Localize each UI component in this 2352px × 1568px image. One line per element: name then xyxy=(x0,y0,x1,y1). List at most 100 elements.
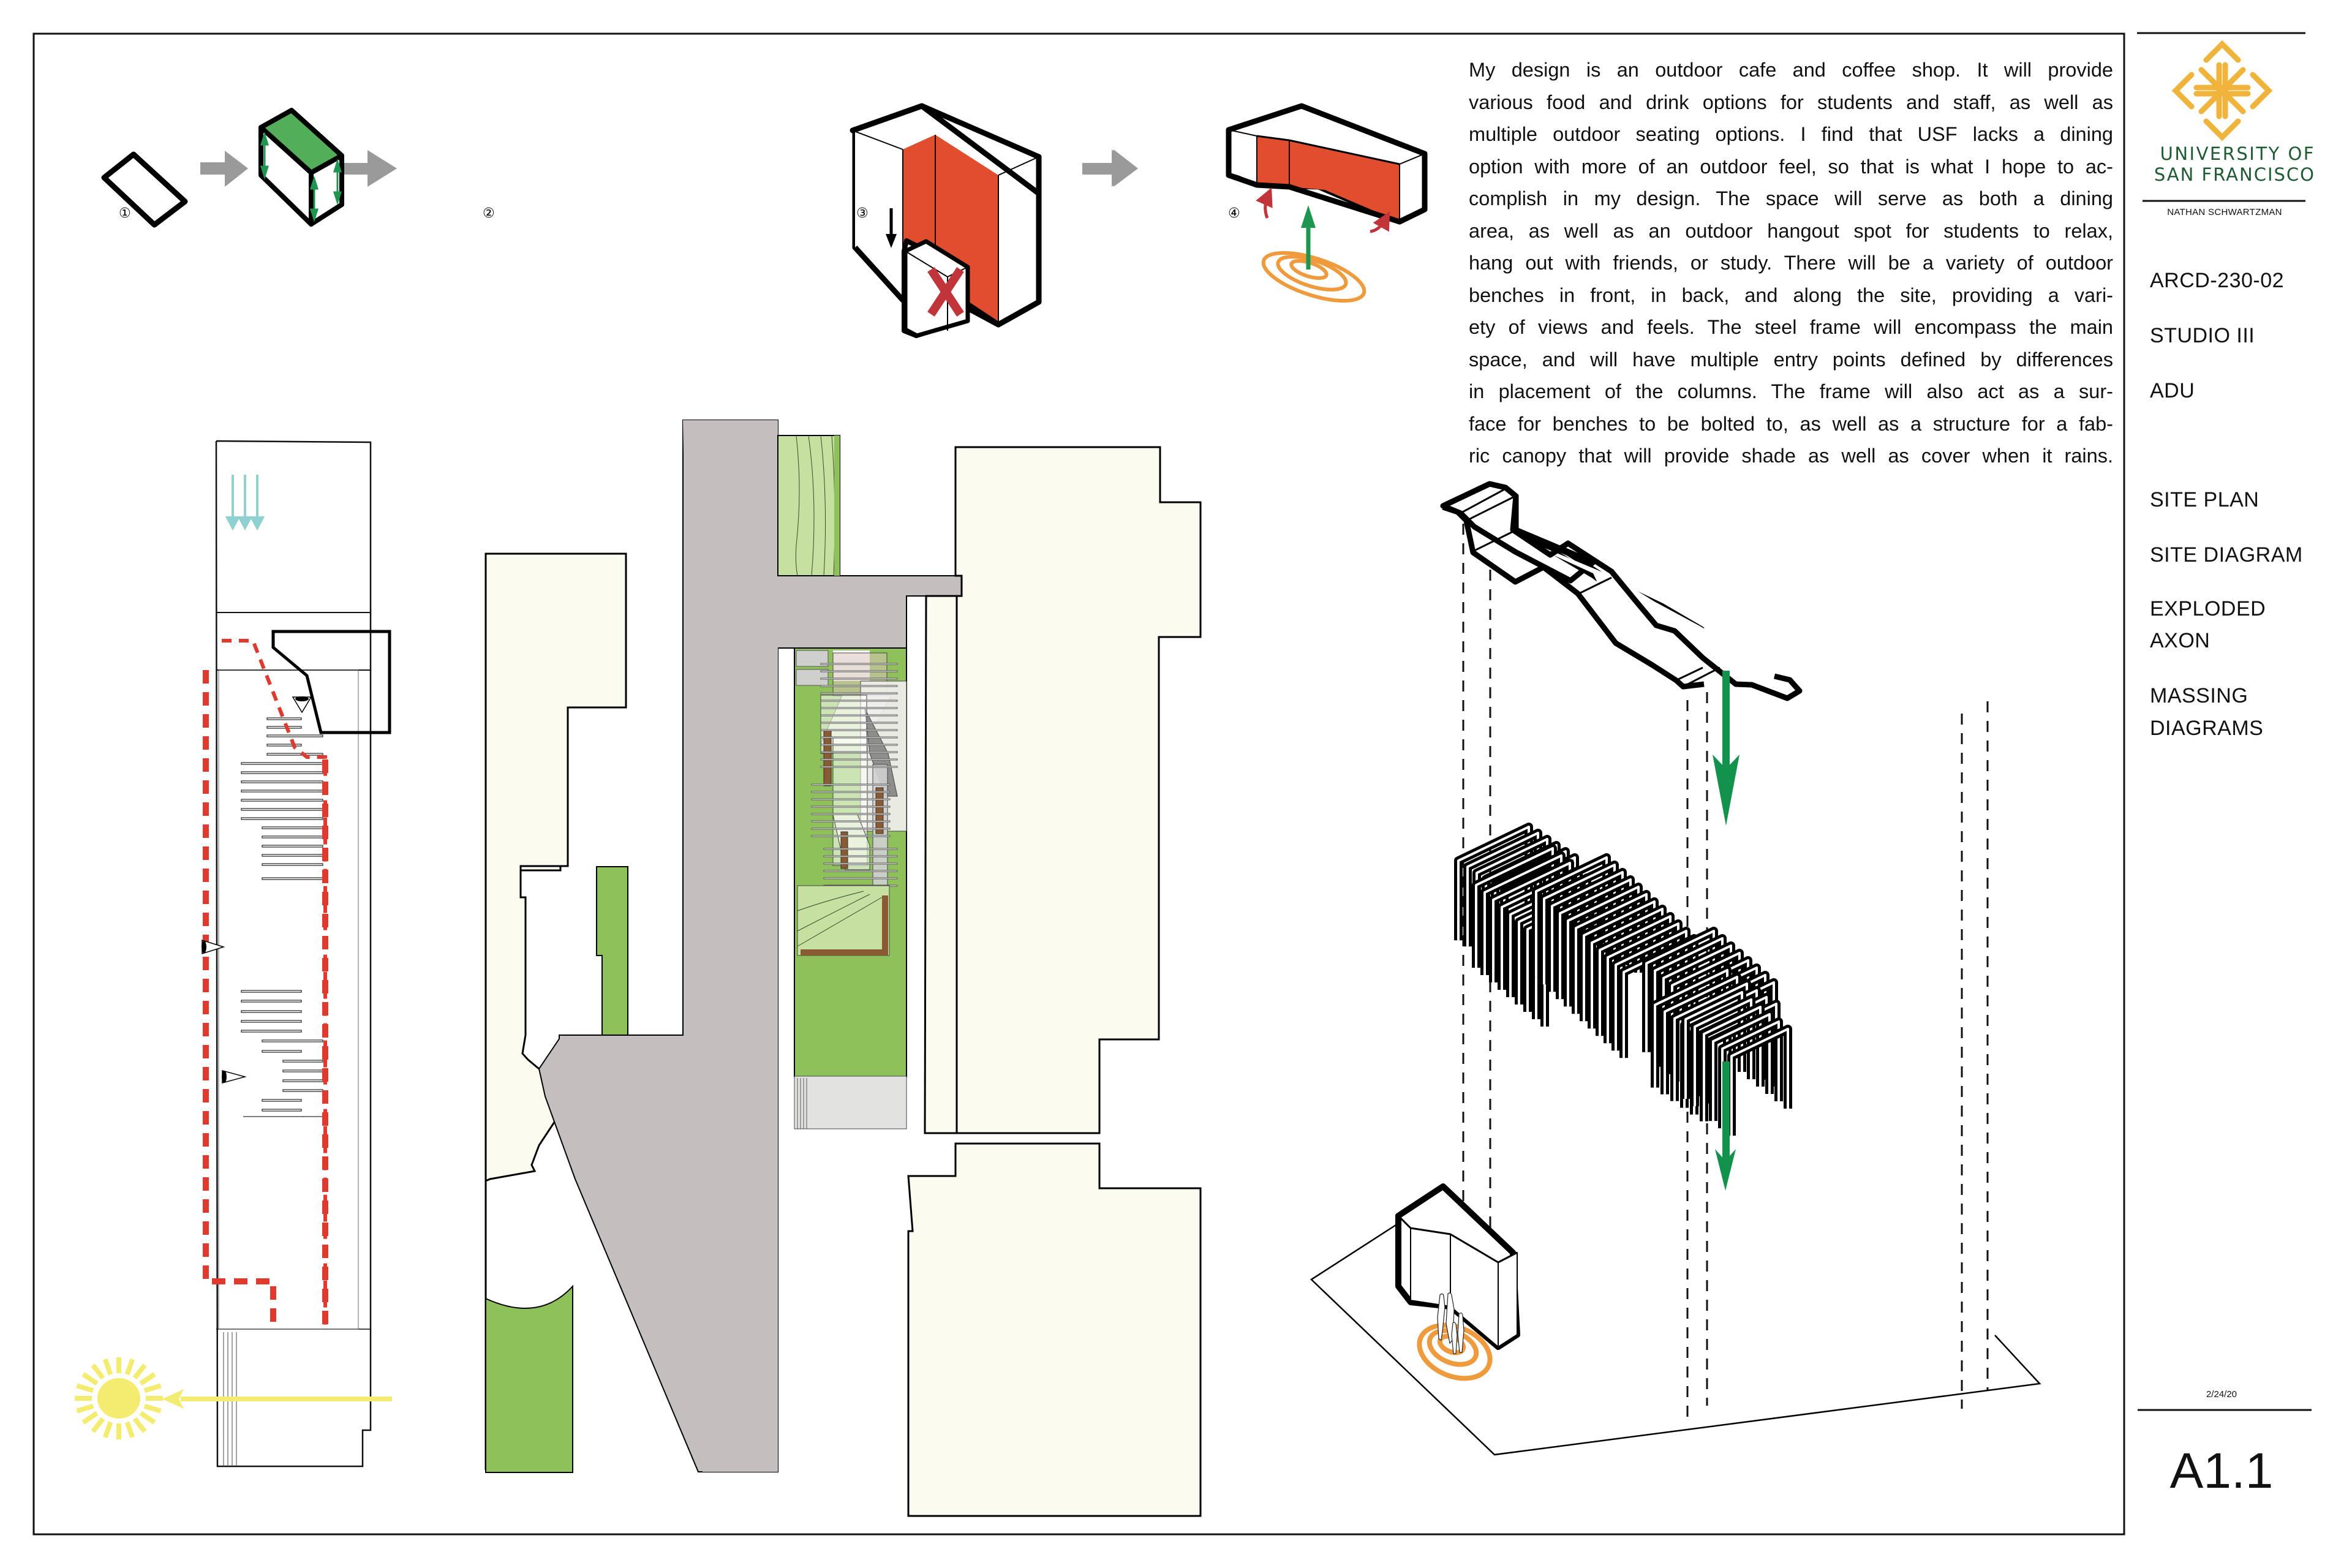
bench-slat xyxy=(820,663,898,665)
description-line: various food and drink options for stude… xyxy=(1469,91,2113,113)
description-line: complish in my design. The space will se… xyxy=(1469,187,2113,209)
bench-slat xyxy=(811,798,891,801)
sun-icon xyxy=(75,1357,163,1439)
site-plan xyxy=(484,420,1202,1517)
massing-diagrams: ① ② xyxy=(101,103,1428,338)
exploded-axon xyxy=(1310,481,2041,1456)
sun-ray xyxy=(143,1383,162,1393)
bench xyxy=(241,1030,302,1033)
bench-slat xyxy=(820,758,898,761)
massing-step-4: ④ xyxy=(1226,103,1428,303)
bench xyxy=(266,753,323,756)
steel-frame xyxy=(1709,1010,1774,1121)
height-arrow-icon xyxy=(260,131,342,223)
bench xyxy=(282,1060,323,1063)
rotate-arrow-icon xyxy=(1256,187,1273,219)
bench xyxy=(282,1079,323,1082)
bench xyxy=(262,1099,302,1102)
description-line: ety of views and feels. The steel frame … xyxy=(1469,316,2113,338)
eye-view-icon xyxy=(202,939,225,955)
up-arrow-icon xyxy=(1301,205,1316,228)
bench xyxy=(241,799,323,802)
author-name: NATHAN SCHWARTZMAN xyxy=(2167,207,2282,217)
bench-slat xyxy=(820,699,898,702)
final-mass xyxy=(1395,1183,1520,1350)
bench-slat xyxy=(820,707,898,709)
down-arrow-icon xyxy=(1715,1149,1736,1191)
bench xyxy=(262,826,323,829)
description-line: benches in front, in back, and along the… xyxy=(1469,284,2113,306)
sheet-number: A1.1 xyxy=(2169,1443,2274,1499)
sun-ray xyxy=(132,1417,147,1433)
sheet-content-diagrams: DIAGRAMS xyxy=(2150,717,2264,740)
bench-slat xyxy=(820,677,898,680)
description-line: option with more of an outdoor feel, so … xyxy=(1469,155,2113,178)
bench xyxy=(262,854,323,857)
title-block xyxy=(2137,32,2312,1411)
usf-cross-logo-icon xyxy=(2171,40,2273,141)
sheet-content-massing: MASSING xyxy=(2150,684,2248,707)
project-description: My design is an outdoor cafe and coffee … xyxy=(1469,54,2113,472)
bench xyxy=(241,771,323,774)
step-number-1: ① xyxy=(119,206,131,221)
bench-slat xyxy=(820,729,898,731)
bench xyxy=(282,1089,323,1092)
bench xyxy=(262,863,323,866)
bench xyxy=(241,1000,302,1003)
gray-arrow-icon xyxy=(1087,149,1138,187)
bench xyxy=(241,1020,302,1023)
bench xyxy=(262,1109,302,1112)
step-number-3: ③ xyxy=(856,206,869,221)
bench xyxy=(241,780,323,783)
sun-ray xyxy=(76,1403,94,1414)
canopy-layer xyxy=(1440,481,1803,707)
sun-ray xyxy=(132,1363,147,1380)
bench-slat xyxy=(811,827,891,830)
sheet-content-site-diagram: SITE DIAGRAM xyxy=(2150,543,2303,567)
sheet-border xyxy=(32,32,2125,1536)
bench xyxy=(266,717,302,720)
bench xyxy=(262,845,323,848)
bench-slat xyxy=(823,870,898,872)
bench xyxy=(241,990,302,993)
bench xyxy=(262,1050,302,1053)
description-line: in placement of the columns. The frame w… xyxy=(1469,380,2113,402)
bench xyxy=(266,744,302,747)
step-number-2: ② xyxy=(483,206,495,221)
bench-slat xyxy=(823,848,898,850)
bench-slat xyxy=(811,791,891,793)
wind-arrows-icon xyxy=(225,475,265,531)
massing-step-1: ① xyxy=(101,151,188,228)
sun-ray xyxy=(143,1403,162,1414)
bench xyxy=(266,734,323,737)
bench-slat xyxy=(820,751,898,753)
bench-slat xyxy=(820,744,898,746)
description-line: ric canopy that will provide shade as we… xyxy=(1469,445,2113,467)
studio-name: STUDIO III xyxy=(2150,324,2255,347)
bench-slat xyxy=(823,877,898,880)
sun-ray xyxy=(91,1363,105,1380)
bench xyxy=(241,762,323,765)
bench-slat xyxy=(820,736,898,739)
building-footprint xyxy=(271,630,391,734)
bench xyxy=(241,808,323,811)
down-arrow-icon xyxy=(886,234,897,248)
sheet-content-site-plan: SITE PLAN xyxy=(2150,488,2260,511)
bench-slat xyxy=(820,766,898,768)
sun-ray xyxy=(124,1421,135,1439)
bench xyxy=(241,1010,302,1013)
sheet-content-exploded: EXPLODED xyxy=(2150,597,2266,620)
course-code: ARCD-230-02 xyxy=(2150,269,2285,292)
down-arrow-icon xyxy=(1713,755,1740,826)
massing-step-3: ③ xyxy=(850,103,1042,338)
eye-view-icon xyxy=(222,1070,247,1084)
bench-slat xyxy=(823,855,898,858)
sun-ray xyxy=(139,1411,156,1425)
sheet-content-axon: AXON xyxy=(2150,629,2211,652)
sun-path-arrow-icon xyxy=(181,1396,392,1401)
bench xyxy=(266,726,302,729)
bench xyxy=(282,1069,323,1072)
university-name-line-1: UNIVERSITY OF xyxy=(2160,143,2315,164)
gray-arrow-icon xyxy=(343,150,397,187)
